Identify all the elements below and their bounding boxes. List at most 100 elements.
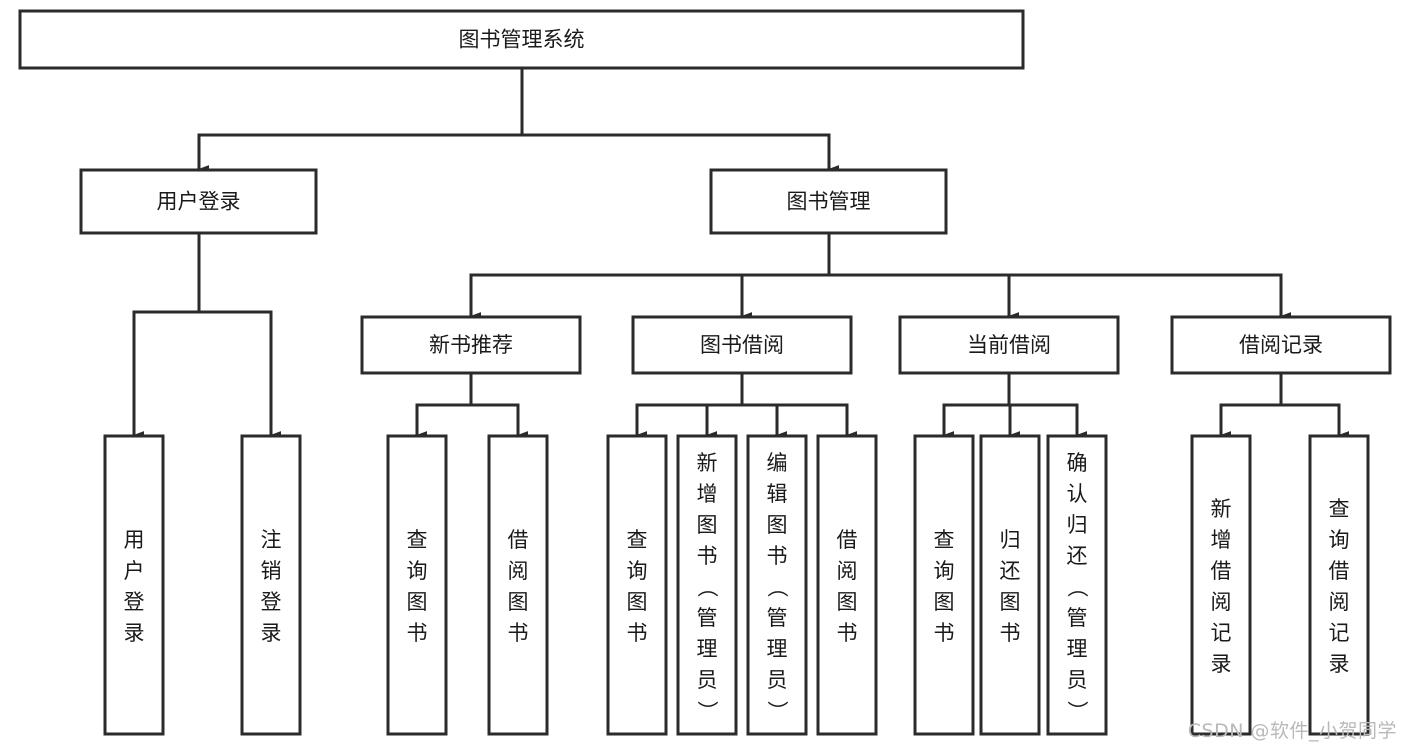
node-box-leaf-borrow-book-2[interactable] (816, 434, 878, 736)
node-label-leaf-edit-book: 理 (767, 637, 788, 661)
connector-group-new-book-rec (415, 371, 528, 439)
node-label-leaf-query-record: 记 (1329, 621, 1350, 645)
node-box-leaf-query-book-3[interactable] (913, 434, 975, 736)
node-label-leaf-user-login: 户 (124, 559, 145, 583)
connector-group-borrow-record (1219, 371, 1349, 439)
node-box-leaf-query-record[interactable] (1308, 434, 1370, 736)
node-label-leaf-edit-book: 图 (767, 513, 788, 537)
node-label-leaf-user-login: 录 (124, 621, 145, 645)
node-box-user-login[interactable] (79, 168, 318, 235)
node-label-leaf-edit-book: 辑 (767, 482, 788, 506)
node-label-leaf-add-record: 增 (1211, 528, 1232, 552)
node-label-current-borrow: 当前借阅 (967, 333, 1051, 357)
node-current-borrow[interactable]: 当前借阅 (898, 315, 1120, 375)
node-label-leaf-add-record: 借 (1211, 559, 1232, 583)
connector-group-user-login (132, 231, 281, 439)
node-label-leaf-query-book-1: 询 (407, 559, 428, 583)
node-label-leaf-add-book: 新 (697, 451, 718, 475)
node-box-leaf-return-book[interactable] (979, 434, 1041, 736)
node-label-leaf-query-record: 借 (1329, 559, 1350, 583)
node-user-login[interactable]: 用户登录 (79, 168, 318, 235)
node-label-leaf-logout: 销 (261, 559, 282, 583)
node-box-leaf-confirm-return[interactable] (1046, 434, 1108, 736)
node-label-leaf-return-book: 图 (1000, 590, 1021, 614)
node-label-leaf-edit-book: （ (765, 577, 789, 598)
node-label-leaf-query-book-2: 书 (627, 621, 648, 645)
node-label-leaf-borrow-book-2: 图 (837, 590, 858, 614)
node-new-book-rec[interactable]: 新书推荐 (360, 315, 582, 375)
connector-group-book-mgmt (469, 231, 1291, 320)
node-book-mgmt[interactable]: 图书管理 (709, 168, 948, 235)
node-label-leaf-add-book: ） (695, 701, 719, 722)
connector-group-current-borrow (942, 371, 1087, 439)
node-label-leaf-add-record: 新 (1211, 497, 1232, 521)
node-label-leaf-borrow-book-1: 图 (508, 590, 529, 614)
node-label-leaf-query-book-3: 询 (934, 559, 955, 583)
node-label-leaf-query-record: 询 (1329, 528, 1350, 552)
node-label-leaf-add-record: 记 (1211, 621, 1232, 645)
node-label-leaf-logout: 注 (261, 528, 282, 552)
node-box-leaf-query-book-2[interactable] (606, 434, 668, 736)
node-box-leaf-edit-book[interactable] (746, 434, 808, 736)
node-label-leaf-add-book: 理 (697, 637, 718, 661)
node-label-leaf-query-book-1: 查 (407, 528, 428, 552)
node-label-leaf-query-record: 查 (1329, 497, 1350, 521)
node-box-leaf-add-record[interactable] (1190, 434, 1252, 736)
node-label-leaf-user-login: 用 (124, 528, 145, 552)
node-box-book-mgmt[interactable] (709, 168, 948, 235)
node-label-leaf-confirm-return: 确 (1067, 451, 1088, 475)
node-box-borrow-record[interactable] (1170, 315, 1392, 375)
node-label-leaf-confirm-return: 管 (1067, 606, 1088, 630)
node-box-leaf-logout[interactable] (240, 434, 302, 736)
node-label-leaf-return-book: 还 (1000, 559, 1021, 583)
node-label-leaf-add-book: 管 (697, 606, 718, 630)
node-label-user-login: 用户登录 (157, 190, 241, 214)
node-box-leaf-add-book[interactable] (676, 434, 738, 736)
node-label-leaf-query-book-2: 查 (627, 528, 648, 552)
node-box-current-borrow[interactable] (898, 315, 1120, 375)
node-label-book-borrow: 图书借阅 (700, 333, 784, 357)
node-label-leaf-confirm-return: 员 (1067, 668, 1088, 692)
node-label-leaf-edit-book: 编 (767, 451, 788, 475)
node-label-leaf-query-book-2: 图 (627, 590, 648, 614)
node-box-leaf-borrow-book-1[interactable] (487, 434, 549, 736)
node-box-leaf-user-login[interactable] (103, 434, 165, 736)
node-label-leaf-logout: 录 (261, 621, 282, 645)
node-label-leaf-add-book: 增 (697, 482, 718, 506)
node-label-leaf-confirm-return: 还 (1067, 544, 1088, 568)
node-label-leaf-edit-book: 员 (767, 668, 788, 692)
node-label-leaf-borrow-book-1: 阅 (508, 559, 529, 583)
node-box-leaf-query-book-1[interactable] (386, 434, 448, 736)
node-box-root[interactable] (18, 9, 1025, 70)
node-box-new-book-rec[interactable] (360, 315, 582, 375)
node-label-leaf-query-book-3: 查 (934, 528, 955, 552)
node-label-leaf-confirm-return: 理 (1067, 637, 1088, 661)
node-leaf-user-login[interactable]: 用户登录 (103, 434, 165, 736)
node-label-new-book-rec: 新书推荐 (429, 333, 513, 357)
node-label-leaf-add-book: 图 (697, 513, 718, 537)
node-label-leaf-logout: 登 (261, 590, 282, 614)
node-root[interactable]: 图书管理系统 (18, 9, 1025, 70)
node-borrow-record[interactable]: 借阅记录 (1170, 315, 1392, 375)
node-box-book-borrow[interactable] (631, 315, 853, 375)
node-label-leaf-confirm-return: （ (1065, 577, 1089, 598)
node-label-leaf-return-book: 归 (1000, 528, 1021, 552)
node-label-leaf-add-record: 阅 (1211, 590, 1232, 614)
node-book-borrow[interactable]: 图书借阅 (631, 315, 853, 375)
node-label-leaf-confirm-return: ） (1065, 701, 1089, 722)
node-label-leaf-borrow-book-1: 借 (508, 528, 529, 552)
node-label-leaf-add-record: 录 (1211, 652, 1232, 676)
